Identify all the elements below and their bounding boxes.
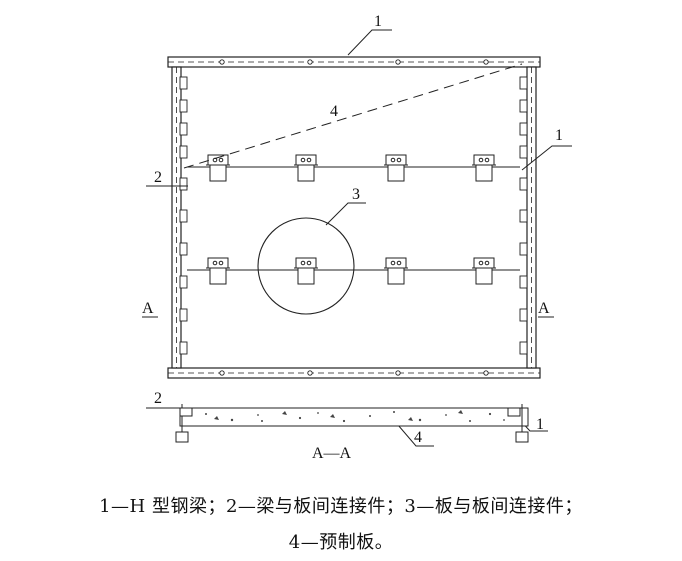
label-2-plan: 2 [154, 169, 162, 186]
h-steel-beam-frame [167, 56, 541, 379]
label-4-plan: 4 [330, 103, 338, 120]
section-mark-left: A [142, 300, 154, 317]
label-1-top: 1 [374, 13, 382, 30]
side-connector-column-right [519, 76, 528, 355]
side-connector-column-left [179, 76, 188, 355]
label-3: 3 [352, 186, 360, 203]
detail-circle-3 [257, 217, 355, 315]
section-view [175, 404, 529, 443]
slab-connectors-upper-row [206, 154, 496, 182]
beam-bolt-marks [219, 59, 489, 376]
caption-line-1: 1—H 型钢梁；2—梁与板间连接件；3—板与板间连接件； [99, 496, 583, 517]
label-1-section: 1 [536, 416, 544, 433]
section-title: A—A [312, 445, 352, 462]
slab-connectors-lower-row [206, 257, 496, 285]
label-2-section: 2 [154, 390, 162, 407]
section-mark-right: A [538, 300, 550, 317]
caption-line-2: 4—预制板。 [288, 532, 394, 553]
label-4-section: 4 [414, 429, 422, 446]
concrete-aggregate-marks [205, 410, 505, 423]
leader-lines [142, 29, 572, 447]
label-1-right: 1 [555, 127, 563, 144]
